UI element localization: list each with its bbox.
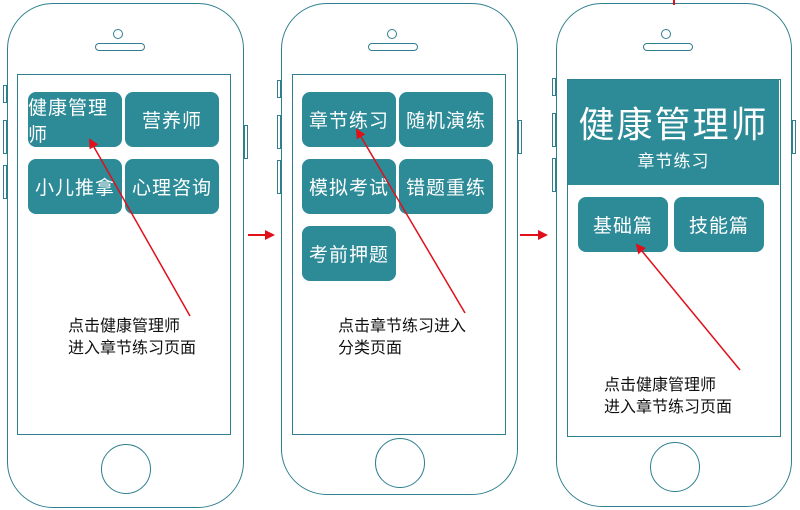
- side-button: [244, 125, 248, 159]
- note-line: 点击健康管理师: [604, 375, 717, 394]
- side-button: [277, 160, 281, 194]
- phone-screen-1: 健康管理师 营养师 小儿推拿 心理咨询: [17, 74, 231, 435]
- tile-random-drill[interactable]: 随机演练: [399, 92, 493, 147]
- annotation-note-1: 点击健康管理师 进入章节练习页面: [68, 315, 196, 359]
- side-button: [552, 78, 556, 96]
- tile-pre-exam-prediction[interactable]: 考前押题: [302, 226, 396, 281]
- pointer-arrow-1: [89, 138, 191, 317]
- side-button: [277, 115, 281, 149]
- phone-screen-2: 章节练习 随机演练 模拟考试 错题重练 考前押题: [292, 74, 506, 435]
- side-button: [3, 120, 7, 154]
- side-button: [3, 85, 7, 103]
- tile-chapter-practice[interactable]: 章节练习: [302, 92, 396, 147]
- note-line: 点击健康管理师: [68, 316, 181, 335]
- side-button: [3, 165, 7, 199]
- front-camera: [113, 29, 123, 39]
- earpiece-speaker: [643, 43, 693, 51]
- phone-screen-3: 健康管理师 章节练习 基础篇 技能篇: [567, 79, 781, 437]
- front-camera: [661, 29, 671, 39]
- side-button: [518, 120, 522, 154]
- tile-basics[interactable]: 基础篇: [578, 197, 668, 252]
- page-subtitle: 章节练习: [637, 152, 710, 172]
- tile-wrong-question-review[interactable]: 错题重练: [399, 159, 493, 214]
- note-line: 分类页面: [338, 338, 403, 357]
- note-line: 点击章节练习进入: [338, 316, 467, 335]
- side-button: [552, 113, 556, 147]
- earpiece-speaker: [368, 43, 418, 51]
- front-camera: [387, 29, 397, 39]
- home-button: [375, 438, 425, 488]
- side-button: [277, 80, 281, 98]
- page-title: 健康管理师: [578, 105, 769, 146]
- tile-psychological-counseling[interactable]: 心理咨询: [125, 159, 219, 214]
- home-button: [650, 442, 700, 492]
- annotation-note-2: 点击章节练习进入 分类页面: [338, 315, 466, 359]
- pointer-arrow-3: [635, 243, 741, 371]
- tile-nutritionist[interactable]: 营养师: [125, 92, 219, 147]
- pointer-arrow-2: [355, 128, 466, 314]
- earpiece-speaker: [95, 43, 145, 51]
- side-button: [792, 120, 796, 154]
- home-button: [101, 444, 151, 494]
- note-line: 进入章节练习页面: [604, 397, 733, 416]
- page-header-banner: 健康管理师 章节练习: [568, 80, 779, 185]
- annotation-note-3: 点击健康管理师 进入章节练习页面: [604, 374, 732, 418]
- note-line: 进入章节练习页面: [68, 338, 197, 357]
- tile-health-manager[interactable]: 健康管理师: [28, 92, 122, 147]
- side-button: [552, 158, 556, 192]
- tile-skills[interactable]: 技能篇: [674, 197, 764, 252]
